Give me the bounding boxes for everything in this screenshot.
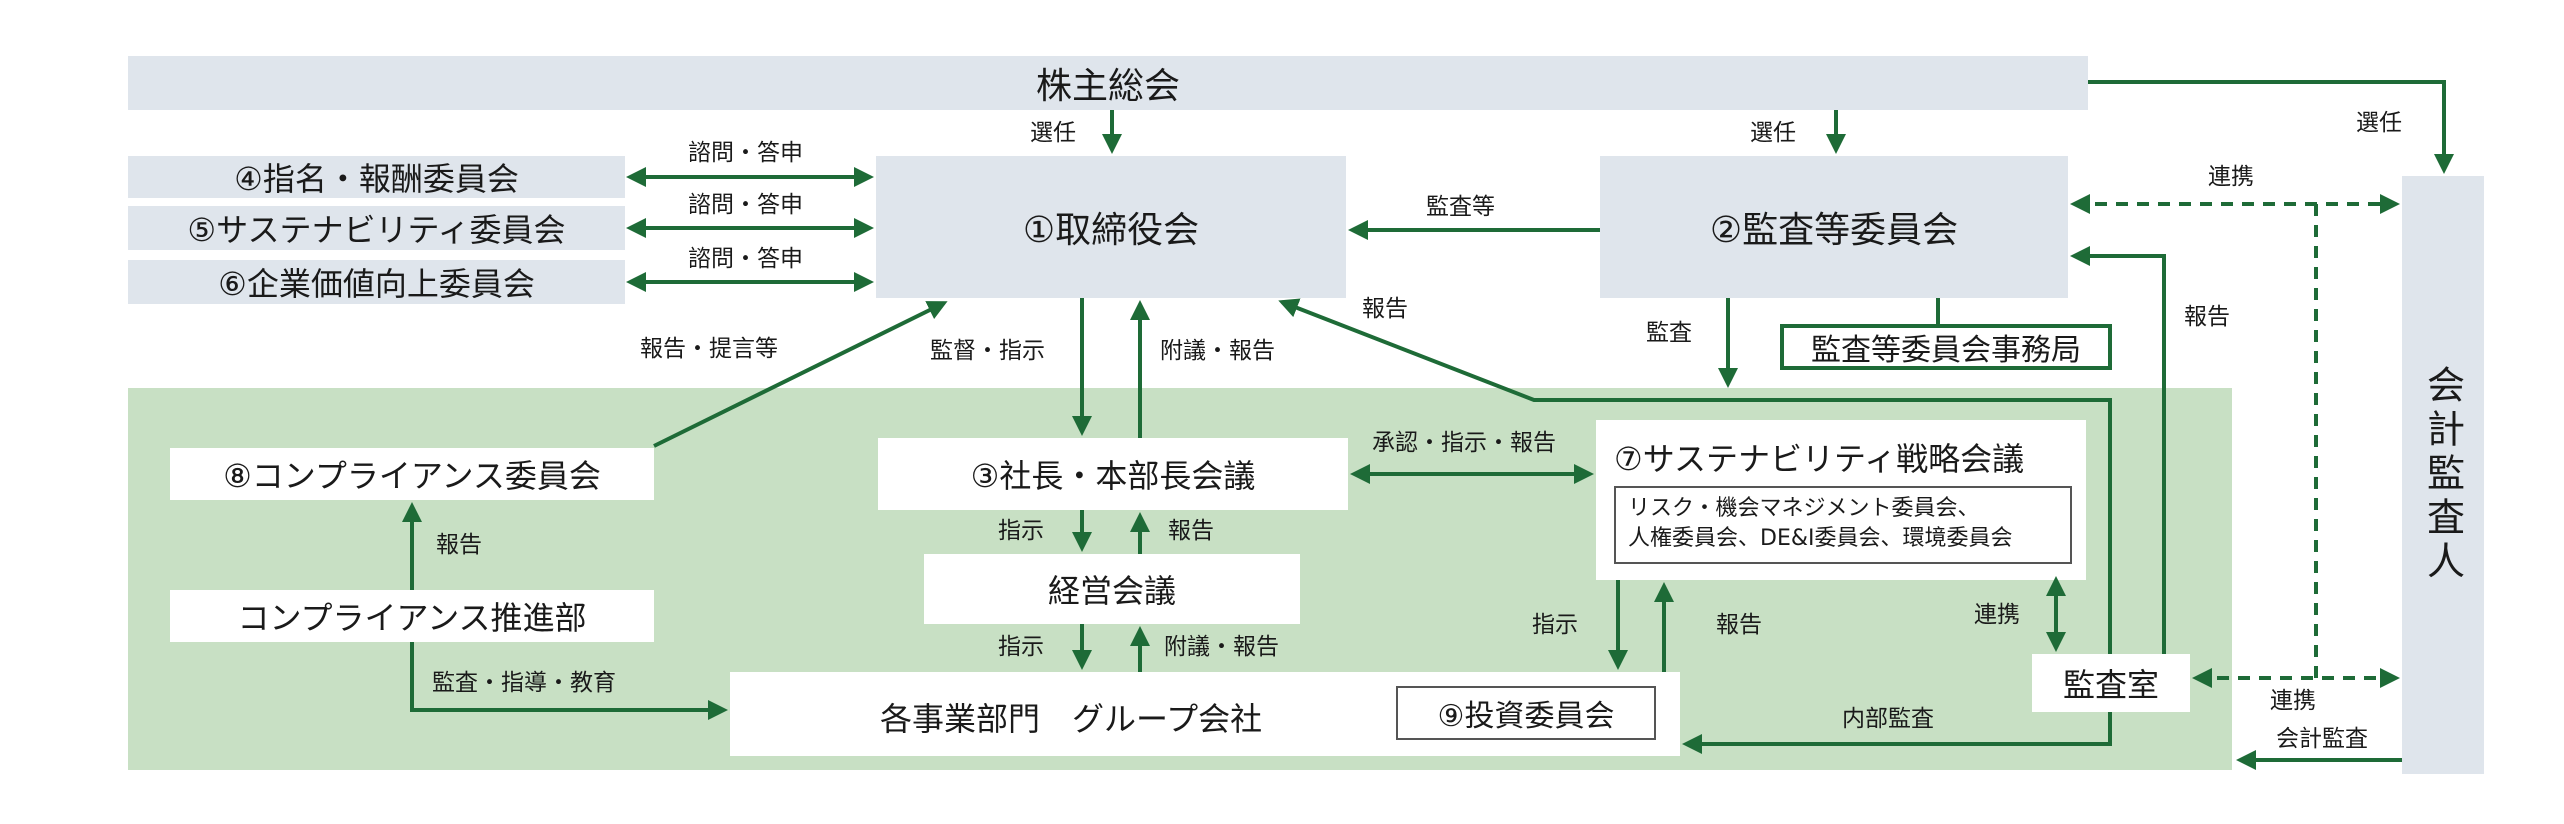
sub-committees: リスク・機会マネジメント委員会、 人権委員会、DE&I委員会、環境委員会 bbox=[1614, 486, 2072, 564]
label-appoint-board: 選任 bbox=[1030, 120, 1076, 146]
arrow-internal-audit bbox=[1682, 712, 2112, 754]
board-of-directors[interactable]: ①取締役会 bbox=[876, 156, 1346, 298]
sustainability-strategy-label: ⑦サステナビリティ戦略会議 bbox=[1614, 440, 2025, 478]
compliance-department[interactable]: コンプライアンス推進部 bbox=[170, 590, 654, 642]
president-meeting[interactable]: ③社長・本部長会議 bbox=[878, 438, 1348, 510]
label-consult-2: 諮問・答申 bbox=[688, 192, 803, 218]
label-report-proposal: 報告・提言等 bbox=[640, 336, 778, 362]
label-report-audit: 報告 bbox=[2184, 304, 2230, 330]
audit-office[interactable]: 監査室 bbox=[2032, 654, 2190, 712]
label-report-3: 報告 bbox=[1716, 612, 1762, 638]
label-liaison-2: 連携 bbox=[1974, 602, 2020, 628]
accounting-auditor[interactable]: 会計監査人 bbox=[2402, 176, 2484, 774]
label-proposal-report-1: 附議・報告 bbox=[1160, 338, 1275, 364]
label-proposal-report-2: 附議・報告 bbox=[1164, 634, 1279, 660]
label-appoint-auditor: 選任 bbox=[2356, 110, 2402, 136]
label-report-comp: 報告 bbox=[436, 532, 482, 558]
arrow-audit-guidance bbox=[410, 642, 728, 720]
sub-committees-line1: リスク・機会マネジメント委員会、 bbox=[1628, 496, 1980, 521]
management-meeting[interactable]: 経営会議 bbox=[924, 554, 1300, 624]
label-supervise: 監督・指示 bbox=[930, 338, 1045, 364]
audit-committee-office[interactable]: 監査等委員会事務局 bbox=[1780, 324, 2112, 370]
business-units[interactable]: 各事業部門 グループ会社 ⑨投資委員会 bbox=[730, 672, 1680, 756]
label-instruct-2: 指示 bbox=[998, 634, 1044, 660]
corporate-value-committee[interactable]: ⑥企業価値向上委員会 bbox=[128, 260, 625, 304]
label-internal-audit: 内部監査 bbox=[1842, 706, 1934, 732]
arrow-report-board bbox=[1278, 298, 2112, 654]
label-report-2: 報告 bbox=[1168, 518, 1214, 544]
sustainability-strategy[interactable]: ⑦サステナビリティ戦略会議 リスク・機会マネジメント委員会、 人権委員会、DE&… bbox=[1596, 420, 2086, 580]
label-audit: 監査 bbox=[1646, 320, 1692, 346]
audit-committee[interactable]: ②監査等委員会 bbox=[1600, 156, 2068, 298]
compliance-committee[interactable]: ⑧コンプライアンス委員会 bbox=[170, 448, 654, 500]
label-accounting-audit: 会計監査 bbox=[2276, 726, 2368, 752]
sub-committees-line2: 人権委員会、DE&I委員会、環境委員会 bbox=[1628, 526, 2013, 551]
accounting-auditor-label: 会計監査人 bbox=[2420, 365, 2465, 585]
label-consult-1: 諮問・答申 bbox=[688, 140, 803, 166]
sustainability-committee[interactable]: ⑤サステナビリティ委員会 bbox=[128, 206, 625, 250]
business-units-label: 各事業部門 グループ会社 bbox=[880, 700, 1263, 738]
label-liaison-1: 連携 bbox=[2208, 164, 2254, 190]
nomination-committee[interactable]: ④指名・報酬委員会 bbox=[128, 156, 625, 198]
arrow-report-audit bbox=[2070, 246, 2166, 654]
label-approve: 承認・指示・報告 bbox=[1372, 430, 1556, 456]
shareholders-meeting[interactable]: 株主総会 bbox=[128, 56, 2088, 110]
label-instruct-3: 指示 bbox=[1532, 612, 1578, 638]
arrow-appoint-auditor bbox=[2088, 80, 2454, 174]
investment-committee[interactable]: ⑨投資委員会 bbox=[1396, 686, 1656, 740]
label-instruct-1: 指示 bbox=[998, 518, 1044, 544]
label-audit-etc: 監査等 bbox=[1426, 194, 1495, 220]
label-appoint-audit: 選任 bbox=[1750, 120, 1796, 146]
arrow-report-proposal bbox=[653, 301, 948, 448]
label-report-board: 報告 bbox=[1362, 296, 1408, 322]
label-audit-guidance: 監査・指導・教育 bbox=[432, 670, 616, 696]
label-consult-3: 諮問・答申 bbox=[688, 246, 803, 272]
label-liaison-3: 連携 bbox=[2270, 688, 2316, 714]
